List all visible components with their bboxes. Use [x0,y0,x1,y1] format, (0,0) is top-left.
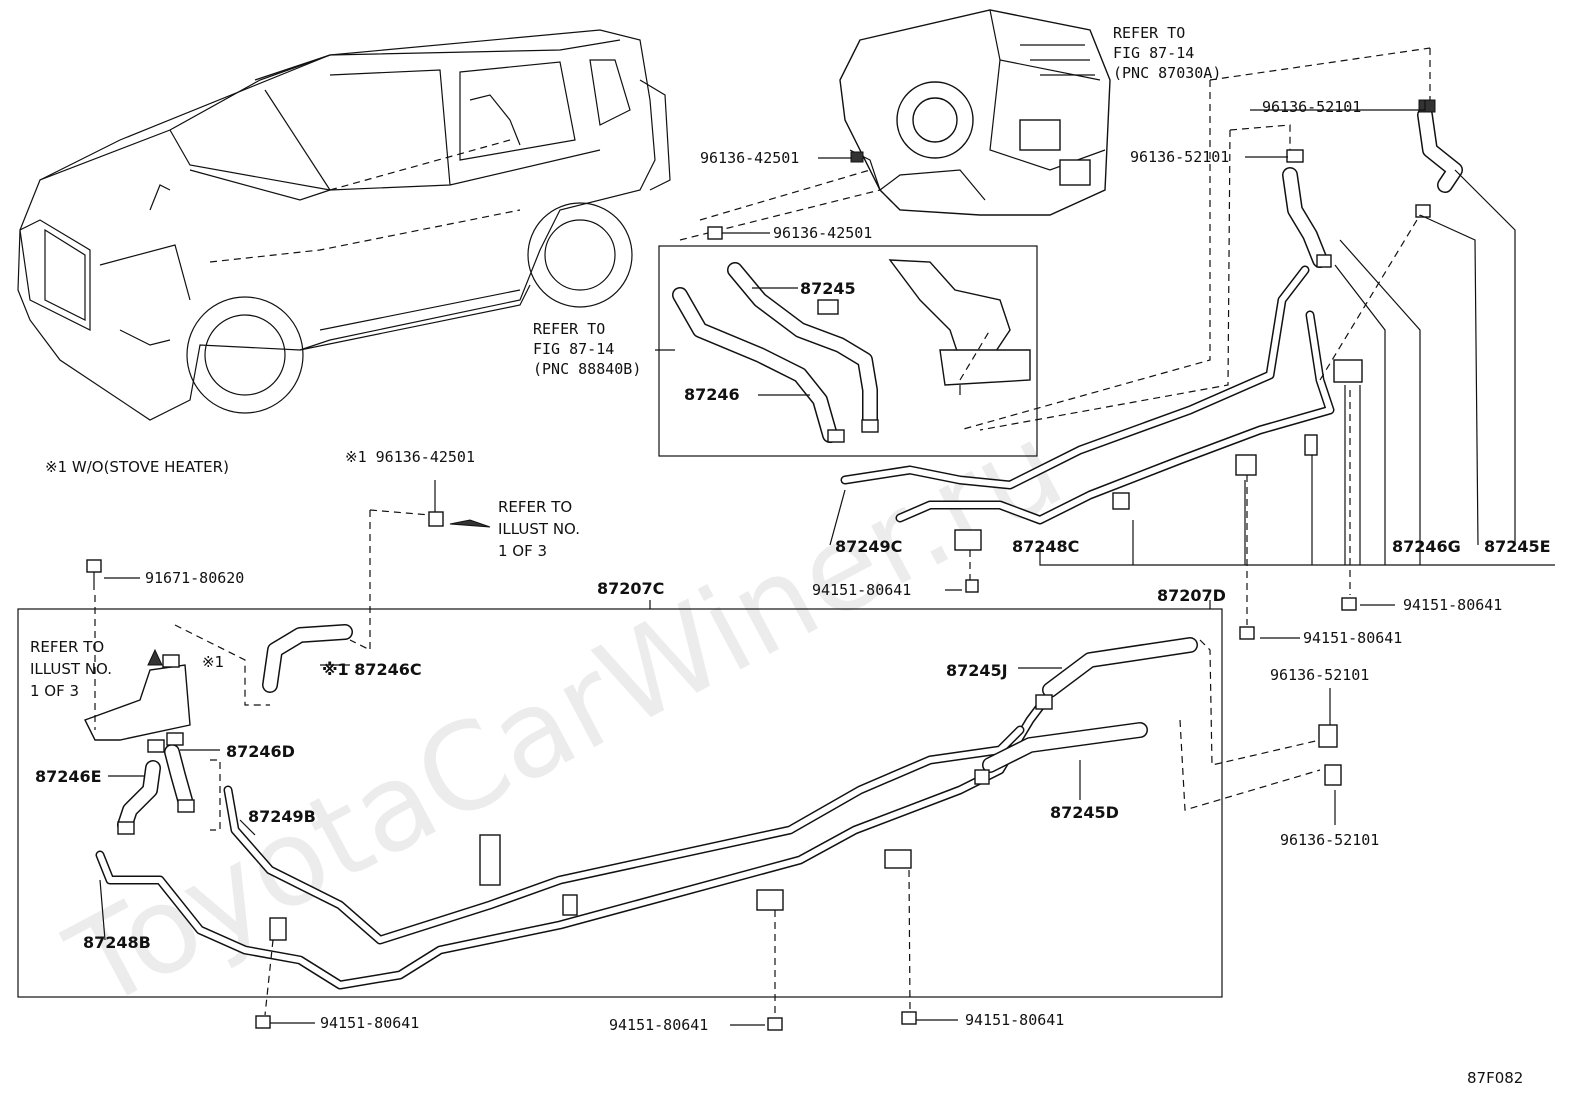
label-87245j: 87245J [946,661,1008,680]
refer-illust-right-line2: ILLUST NO. [498,520,580,538]
label-87246g: 87246G [1392,537,1461,556]
watermark: ToyotaCarWiner.ru [47,397,1084,1036]
label-87246: 87246 [684,385,740,404]
refer-fig-88840b-line2: FIG 87-14 [533,340,614,358]
bolt-icon [767,1017,783,1031]
clamp-icon [1318,724,1338,748]
label-87249c: 87249C [835,537,902,556]
label-87246d: 87246D [226,742,295,761]
label-87245d: 87245D [1050,803,1119,822]
refer-fig-87030a-line3: (PNC 87030A) [1113,64,1221,82]
refer-fig-87030a-line2: FIG 87-14 [1113,44,1194,62]
label-96136-52101-b: 96136-52101 [1130,148,1229,166]
label-87207d: 87207D [1157,586,1226,605]
heater-unit-illustration [839,9,1111,216]
refer-fig-88840b-line3: (PNC 88840B) [533,360,641,378]
lower-pipes [84,519,1198,990]
label-94151-80641-a: 94151-80641 [812,581,911,599]
refer-illust-left-line3: 1 OF 3 [30,682,79,700]
refer-illust-right-line3: 1 OF 3 [498,542,547,560]
clamp-icon [707,226,723,240]
main-box-lower [17,608,1223,998]
footnote-stove-heater: ※1 W/O(STOVE HEATER) [45,458,229,476]
label-87248c: 87248C [1012,537,1079,556]
label-94151-80641-d: 94151-80641 [320,1014,419,1032]
inset-box-upper [658,245,1038,457]
label-87246e: 87246E [35,767,102,786]
label-94151-80641-e: 94151-80641 [609,1016,708,1034]
bolt-icon [1239,626,1255,640]
label-94151-80641-b: 94151-80641 [1403,596,1502,614]
label-87245e: 87245E [1484,537,1551,556]
label-87249b: 87249B [248,807,316,826]
label-91671-80620: 91671-80620 [145,569,244,587]
label-96136-52101-c: 96136-52101 [1270,666,1369,684]
bolt-icon [86,559,102,573]
label-87248b: 87248B [83,933,151,952]
refer-illust-left-line1: REFER TO [30,638,104,656]
label-94151-80641-c: 94151-80641 [1303,629,1402,647]
bolt-icon [255,1015,271,1029]
clamp-icon [1324,764,1342,786]
diagram-id: 87F082 [1467,1069,1523,1087]
label-96136-42501-c: ※1 96136-42501 [345,448,475,466]
refer-illust-right-line1: REFER TO [498,498,572,516]
refer-fig-88840b-line1: REFER TO [533,320,605,338]
part-labels: REFER TO FIG 87-14 (PNC 87030A) 96136-52… [30,24,1551,1087]
label-87246c: ※1 87246C [322,660,422,679]
vehicle-illustration [17,29,671,421]
label-96136-52101-a: 96136-52101 [1262,98,1361,116]
clamp-icon [428,511,444,527]
mark-1: ※1 [202,653,224,671]
fasteners [86,226,1357,1031]
label-87245: 87245 [800,279,856,298]
refer-fig-87030a-line1: REFER TO [1113,24,1185,42]
leader-lines [94,47,1555,1026]
label-94151-80641-f: 94151-80641 [965,1011,1064,1029]
label-96136-42501-a: 96136-42501 [700,149,799,167]
bolt-icon [965,579,979,593]
bolt-icon [901,1011,917,1025]
bolt-icon [1341,597,1357,611]
label-96136-52101-d: 96136-52101 [1280,831,1379,849]
refer-illust-left-line2: ILLUST NO. [30,660,112,678]
label-87207c: 87207C [597,579,664,598]
upper-pipes [840,99,1463,551]
label-96136-42501-b: 96136-42501 [773,224,872,242]
